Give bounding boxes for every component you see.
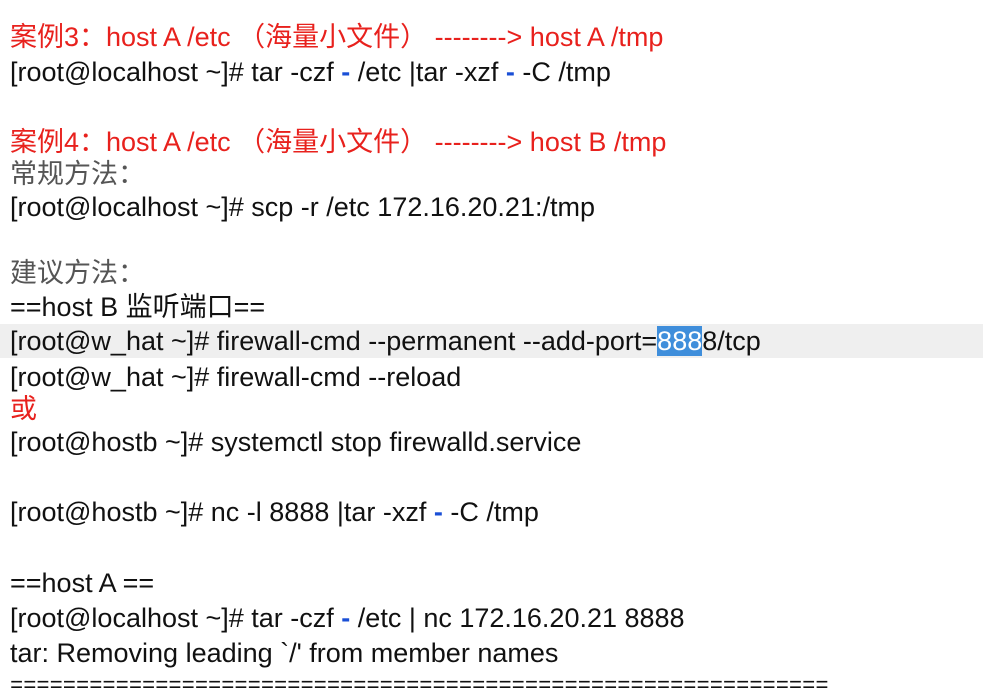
- normal-method-label: 常规方法：: [10, 159, 145, 189]
- nc-send-part2: /etc | nc 172.16.20.21 8888: [350, 603, 685, 633]
- nc-send-part1: [root@localhost ~]# tar -czf: [10, 603, 342, 633]
- nc-listen-line: [root@hostb ~]# nc -l 8888 |tar -xzf - -…: [10, 495, 983, 529]
- nc-send-dash: -: [341, 603, 351, 633]
- case3-cmd-part2: /etc |tar -xzf: [350, 57, 506, 87]
- case3-stdin-dash: -: [505, 57, 515, 87]
- firewall-cmd-text: [root@w_hat ~]# firewall-cmd --permanent…: [10, 326, 658, 356]
- nc-stdin-dash: -: [433, 497, 443, 527]
- tar-message-line: tar: Removing leading `/' from member na…: [10, 638, 559, 668]
- or-label: 或: [10, 394, 37, 424]
- stop-firewall-line: [root@hostb ~]# systemctl stop firewalld…: [10, 427, 582, 457]
- nc-listen-part1: [root@hostb ~]# nc -l 8888 |tar -xzf: [10, 497, 434, 527]
- case3-command-line: [root@localhost ~]# tar -czf - /etc |tar…: [10, 55, 983, 89]
- firewall-cmd-tail: 8/tcp: [702, 326, 761, 356]
- suggested-method-label: 建议方法：: [10, 258, 145, 288]
- scp-command-line: [root@localhost ~]# scp -r /etc 172.16.2…: [10, 192, 595, 222]
- firewall-add-port-line[interactable]: [root@w_hat ~]# firewall-cmd --permanent…: [0, 324, 983, 358]
- separator-line: ========================================…: [10, 674, 829, 698]
- case4-title: 案例4：host A /etc （海量小文件） --------> host B…: [10, 127, 667, 157]
- hosta-header: ==host A ==: [10, 568, 155, 598]
- firewall-reload-line: [root@w_hat ~]# firewall-cmd --reload: [10, 362, 462, 392]
- case3-cmd-part3: -C /tmp: [514, 57, 611, 87]
- nc-send-line: [root@localhost ~]# tar -czf - /etc | nc…: [10, 601, 983, 635]
- nc-listen-part2: -C /tmp: [442, 497, 539, 527]
- text-selection[interactable]: 888: [657, 326, 703, 356]
- hostb-header: ==host B 监听端口==: [10, 292, 266, 322]
- case3-stdout-dash: -: [341, 57, 351, 87]
- case3-title: 案例3：host A /etc （海量小文件） --------> host A…: [10, 22, 664, 52]
- case3-cmd-part1: [root@localhost ~]# tar -czf: [10, 57, 342, 87]
